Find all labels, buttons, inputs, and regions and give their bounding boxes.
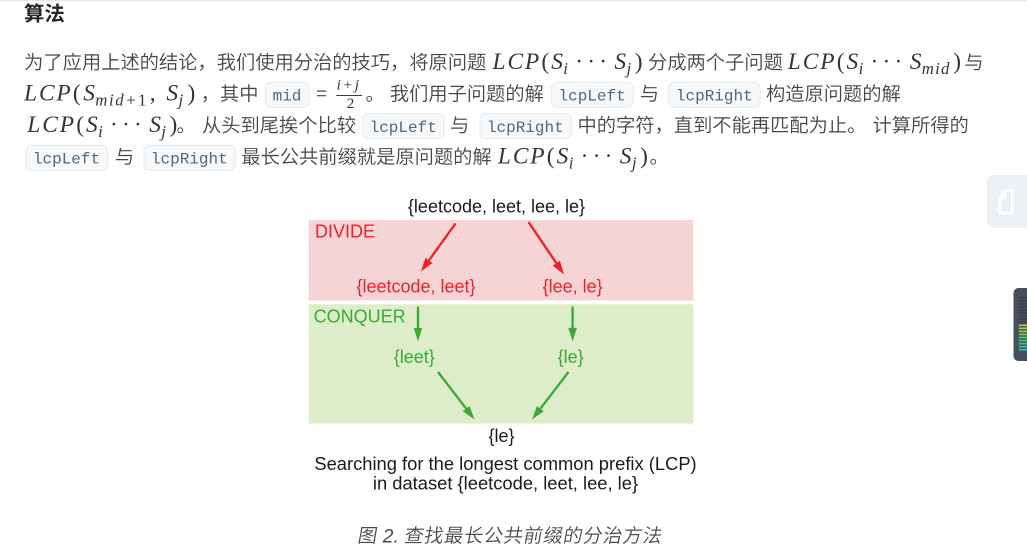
svg-text:i: i bbox=[98, 122, 103, 141]
svg-text:(: ( bbox=[837, 49, 845, 75]
svg-text:): ) bbox=[170, 112, 178, 138]
svg-text:C: C bbox=[42, 112, 58, 138]
svg-text:C: C bbox=[508, 49, 524, 75]
svg-text:m: m bbox=[95, 91, 107, 110]
svg-text:S: S bbox=[557, 144, 569, 170]
svg-text:P: P bbox=[59, 112, 74, 138]
svg-text:i: i bbox=[859, 59, 864, 78]
svg-text:C: C bbox=[39, 81, 55, 107]
svg-text:·: · bbox=[593, 144, 601, 170]
svg-text:Searching for the longest comm: Searching for the longest common prefix … bbox=[314, 453, 696, 474]
svg-text:lcpRight: lcpRight bbox=[676, 88, 753, 106]
svg-text:lcpLeft: lcpLeft bbox=[33, 151, 100, 169]
svg-text:·: · bbox=[134, 112, 142, 138]
svg-text:+: + bbox=[344, 77, 353, 94]
svg-text:·: · bbox=[599, 49, 607, 75]
svg-text:·: · bbox=[122, 112, 130, 138]
svg-text:{le}: {le} bbox=[558, 347, 584, 367]
svg-text:S: S bbox=[620, 144, 632, 170]
svg-text:L: L bbox=[26, 112, 40, 138]
svg-text:d: d bbox=[941, 59, 950, 78]
svg-text:lcpLeft: lcpLeft bbox=[559, 88, 626, 106]
svg-text:{leetcode, leet}: {leetcode, leet} bbox=[356, 277, 475, 297]
svg-text:i: i bbox=[109, 91, 114, 110]
svg-text:): ) bbox=[640, 144, 648, 170]
svg-text:·: · bbox=[605, 144, 613, 170]
svg-text:+: + bbox=[126, 91, 135, 110]
svg-text:(: ( bbox=[541, 49, 549, 75]
svg-text:·: · bbox=[575, 49, 583, 75]
svg-text:S: S bbox=[149, 112, 161, 138]
svg-text:{leet}: {leet} bbox=[394, 347, 435, 367]
svg-text:S: S bbox=[847, 49, 859, 75]
svg-text:i: i bbox=[569, 154, 574, 173]
svg-text:P: P bbox=[55, 81, 70, 107]
svg-text:lcpRight: lcpRight bbox=[487, 119, 564, 137]
svg-text:L: L bbox=[497, 144, 511, 170]
svg-text:P: P bbox=[524, 49, 539, 75]
svg-text:S: S bbox=[910, 49, 922, 75]
svg-text:{le}: {le} bbox=[488, 426, 514, 446]
svg-text:·: · bbox=[587, 49, 595, 75]
svg-text:CONQUER: CONQUER bbox=[314, 307, 406, 327]
svg-text:(: ( bbox=[547, 144, 555, 170]
svg-text:2.: 2. bbox=[382, 526, 399, 547]
svg-text:): ) bbox=[188, 81, 196, 107]
svg-text:S: S bbox=[83, 81, 95, 107]
svg-text:j: j bbox=[177, 91, 184, 110]
svg-text:,: , bbox=[150, 81, 156, 107]
svg-text:L: L bbox=[787, 49, 801, 75]
svg-text:i: i bbox=[337, 77, 341, 94]
svg-text:L: L bbox=[492, 49, 506, 75]
svg-text:i: i bbox=[563, 59, 568, 78]
svg-text:S: S bbox=[614, 49, 626, 75]
svg-text:·: · bbox=[883, 49, 891, 75]
svg-text:DIVIDE: DIVIDE bbox=[315, 221, 375, 241]
svg-text:m: m bbox=[922, 59, 934, 78]
svg-text:lcpLeft: lcpLeft bbox=[370, 119, 437, 137]
svg-text:i: i bbox=[935, 59, 940, 78]
svg-text:·: · bbox=[110, 112, 118, 138]
svg-text:L: L bbox=[23, 81, 37, 107]
svg-text:j: j bbox=[353, 77, 359, 94]
svg-text:C: C bbox=[803, 49, 819, 75]
svg-text:d: d bbox=[115, 91, 124, 110]
svg-text:S: S bbox=[551, 49, 563, 75]
svg-text:mid: mid bbox=[273, 88, 302, 106]
svg-text:j: j bbox=[159, 122, 166, 141]
svg-text:j: j bbox=[625, 59, 632, 78]
svg-text:(: ( bbox=[73, 81, 81, 107]
svg-text:j: j bbox=[630, 154, 637, 173]
svg-text:lcpRight: lcpRight bbox=[151, 151, 228, 169]
svg-text:1: 1 bbox=[138, 91, 146, 110]
svg-text:{lee, le}: {lee, le} bbox=[543, 277, 603, 297]
svg-text:in dataset {leetcode, leet, le: in dataset {leetcode, leet, lee, le} bbox=[373, 473, 638, 494]
svg-text:S: S bbox=[86, 112, 98, 138]
svg-text:·: · bbox=[895, 49, 903, 75]
svg-text:S: S bbox=[166, 81, 178, 107]
svg-text:P: P bbox=[819, 49, 834, 75]
svg-text:·: · bbox=[871, 49, 879, 75]
svg-text:2: 2 bbox=[347, 95, 355, 112]
svg-text:): ) bbox=[635, 49, 643, 75]
svg-text:{leetcode, leet, lee, le}: {leetcode, leet, lee, le} bbox=[408, 196, 585, 216]
svg-text:): ) bbox=[953, 49, 961, 75]
svg-text:(: ( bbox=[76, 112, 84, 138]
svg-text:C: C bbox=[513, 144, 529, 170]
svg-text:·: · bbox=[581, 144, 589, 170]
svg-text:P: P bbox=[529, 144, 544, 170]
